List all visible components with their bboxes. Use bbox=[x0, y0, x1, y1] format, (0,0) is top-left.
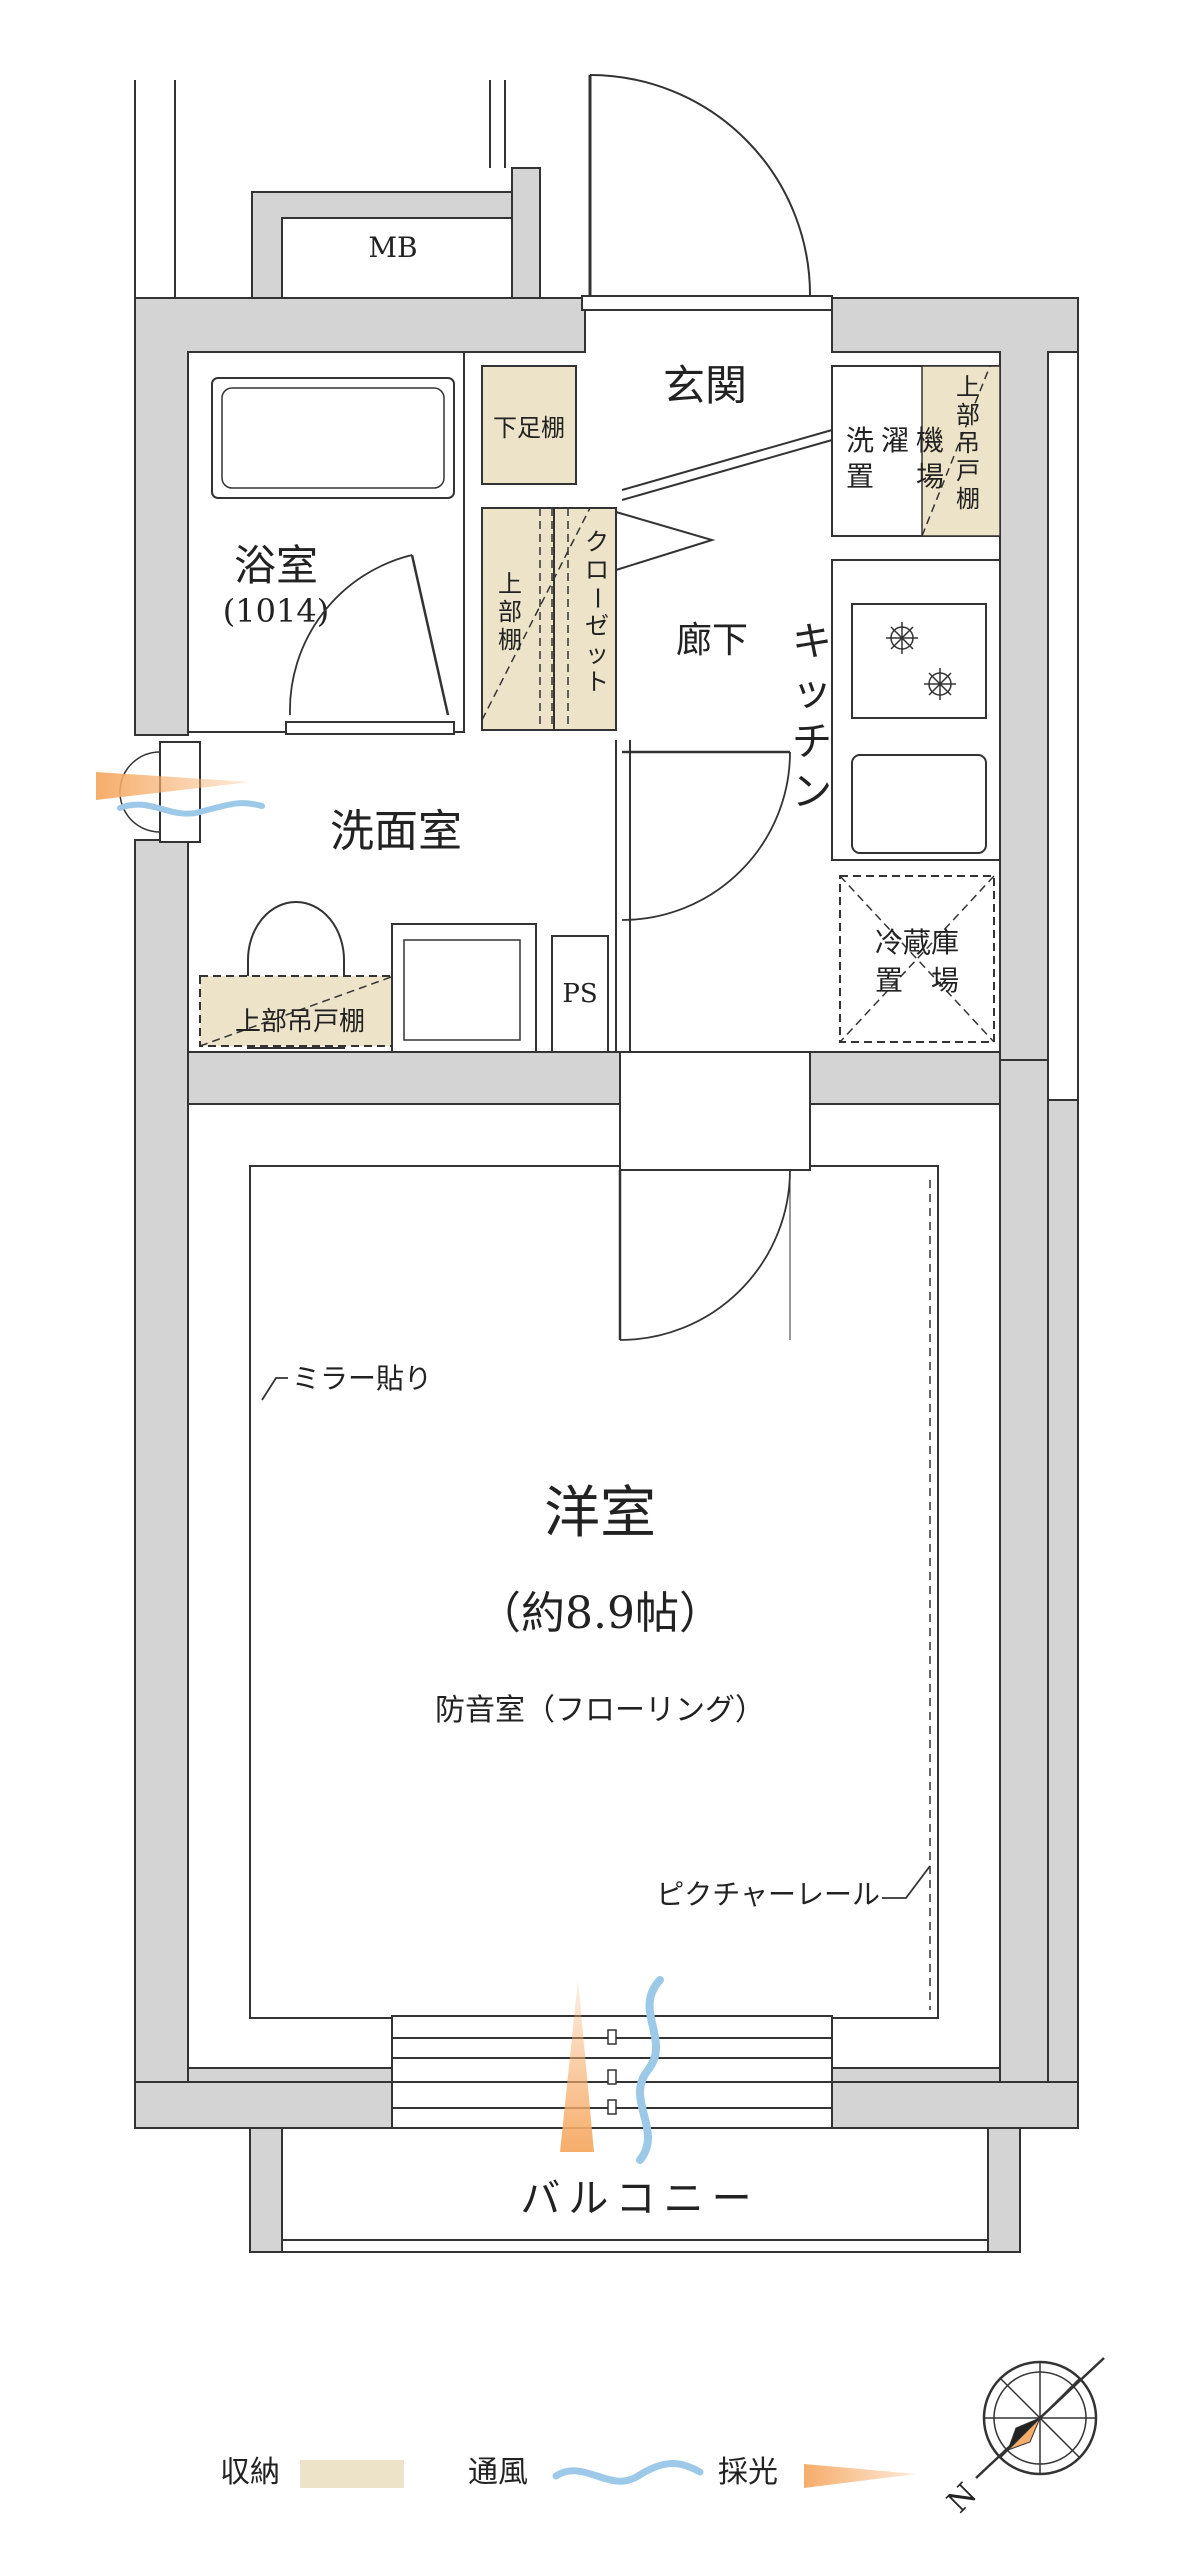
closet-c5: ッ bbox=[585, 640, 609, 668]
hall-label: 廊下 bbox=[676, 620, 748, 661]
closet-top-3: 棚 bbox=[498, 626, 522, 654]
closet-c4: ゼ bbox=[585, 612, 609, 640]
closet-top-2: 部 bbox=[498, 598, 522, 626]
washer-c3b: 場 bbox=[916, 460, 944, 493]
legend-storage-swatch bbox=[300, 2460, 404, 2488]
legend-ventilation-swatch bbox=[552, 2460, 704, 2485]
picture-rail-label: ピクチャーレール bbox=[656, 1878, 880, 1911]
balcony-rail bbox=[281, 2239, 989, 2253]
bath-label: 浴室 bbox=[234, 541, 318, 590]
closet-c2: ロ bbox=[585, 556, 609, 584]
light-symbol-room bbox=[560, 1980, 594, 2152]
closet-c3: ー bbox=[583, 586, 611, 610]
sink bbox=[851, 754, 987, 854]
senmen-label: 洗面室 bbox=[330, 806, 462, 857]
youshitsu-door[interactable] bbox=[618, 1051, 811, 1341]
genkan-label: 玄関 bbox=[663, 361, 747, 410]
upper-cab-label: 上部吊戸棚 bbox=[235, 1007, 365, 1037]
closet-door[interactable] bbox=[615, 511, 716, 571]
washer-top-3: 吊 bbox=[956, 429, 980, 457]
compass-north: N bbox=[941, 2477, 984, 2520]
kitchen-c3: チ bbox=[792, 719, 832, 765]
washer-top-2: 部 bbox=[956, 401, 980, 429]
washer-c1a: 洗 bbox=[846, 424, 874, 457]
balcony-window[interactable] bbox=[391, 2015, 833, 2129]
balcony-label: バルコニー bbox=[520, 2176, 759, 2222]
geta-storage bbox=[481, 365, 577, 485]
ps-shaft bbox=[551, 935, 609, 1053]
bottom-wall-left bbox=[187, 2067, 393, 2083]
light-symbol-senmen bbox=[96, 772, 250, 800]
ps-label: PS bbox=[562, 979, 597, 1009]
washer-c2a: 濯 bbox=[881, 424, 909, 457]
washer-top-1: 上 bbox=[956, 373, 980, 401]
soundproof-label: 防音室（フローリング） bbox=[435, 1693, 765, 1728]
youshitsu-size: （約8.9帖） bbox=[477, 1588, 723, 1639]
bath-door[interactable] bbox=[285, 554, 455, 735]
kitchen-c1: キ bbox=[792, 619, 832, 665]
vent-symbol-senmen bbox=[117, 800, 265, 817]
compass: N bbox=[941, 2357, 1105, 2520]
senmen-door[interactable] bbox=[621, 750, 791, 921]
entrance-door[interactable] bbox=[581, 74, 833, 311]
mb-label: MB bbox=[368, 231, 417, 264]
legend-light-label: 採光 bbox=[718, 2455, 778, 2490]
balcony-left bbox=[249, 2127, 283, 2253]
kitchen-c4: ン bbox=[792, 769, 832, 815]
legend-light-swatch bbox=[804, 2464, 916, 2488]
middle-wall-left bbox=[187, 1051, 621, 1105]
senmen-window bbox=[159, 741, 201, 843]
washer-top-4: 戸 bbox=[956, 457, 980, 485]
stove bbox=[851, 603, 987, 719]
washer-top-storage bbox=[921, 365, 1001, 537]
bathtub bbox=[211, 377, 455, 499]
bottom-wall-right bbox=[831, 2067, 1001, 2083]
balcony-right bbox=[987, 2127, 1021, 2253]
right-bump bbox=[1047, 1099, 1079, 2083]
burner-2 bbox=[924, 668, 956, 700]
mirror-label: ミラー貼り bbox=[292, 1362, 432, 1395]
middle-wall-right bbox=[809, 1051, 1001, 1105]
closet-top-storage bbox=[481, 507, 555, 731]
legend-storage-label: 収納 bbox=[220, 2455, 280, 2490]
washer-c3a: 機 bbox=[916, 424, 944, 457]
walls bbox=[134, 167, 1079, 2253]
bath-size: (1014) bbox=[223, 592, 329, 630]
burner-1 bbox=[886, 622, 918, 654]
closet-c6: ト bbox=[585, 668, 609, 696]
closet-c1: ク bbox=[585, 528, 609, 556]
washer-c1b: 置 bbox=[846, 460, 874, 493]
vent-symbol-room bbox=[636, 1976, 664, 2164]
mb-wall-right bbox=[511, 167, 541, 299]
fridge-label-bottom: 置 場 bbox=[875, 964, 959, 997]
legend-ventilation-label: 通風 bbox=[468, 2455, 528, 2490]
vanity bbox=[391, 923, 537, 1053]
youshitsu bbox=[187, 1103, 1001, 2069]
fridge-label-top: 冷蔵庫 bbox=[875, 926, 959, 959]
washer-top-5: 棚 bbox=[956, 485, 980, 513]
right-wall bbox=[999, 1059, 1049, 2083]
legend: 収納 通風 採光 bbox=[220, 2455, 916, 2490]
geta-label: 下足棚 bbox=[493, 414, 565, 442]
closet-top-1: 上 bbox=[498, 570, 522, 598]
closet-storage bbox=[553, 507, 617, 731]
youshitsu-label: 洋室 bbox=[544, 1481, 656, 1546]
kitchen-c2: ッ bbox=[792, 669, 832, 715]
genkan-step bbox=[621, 429, 833, 491]
